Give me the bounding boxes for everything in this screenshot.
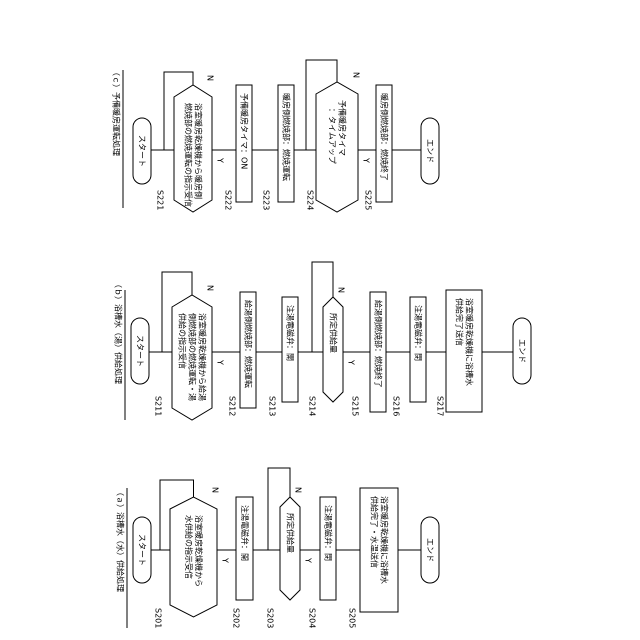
flow_c-title: （ｃ）予備暖房運転処理: [112, 68, 122, 156]
flow_b-s214-no-label: N: [337, 287, 346, 293]
flow_c-s221-text: 浴室暖房乾燥機から暖房側: [194, 103, 204, 199]
flow_b-s216-text: 注湯電磁弁：閉: [414, 305, 424, 361]
flow_c-start-label: スタート: [138, 135, 147, 167]
flow_c-s224-no-label: N: [352, 72, 361, 78]
flow_b-s211-text: 浴室暖房乾燥機から給湯: [198, 313, 208, 401]
flow_b-s211-id: S211: [154, 396, 163, 416]
flow_c-s224-id: S224: [306, 190, 315, 210]
flow_b-s217-text: 浴室暖房乾燥機に浴槽水: [465, 298, 475, 386]
flow_a-title: （ａ）浴槽水（水）供給処理: [116, 488, 126, 592]
flow_c-s221-text: 燃焼部の燃焼運転の指示受信: [184, 103, 194, 207]
flow_b-title: （ｂ）浴槽水（湯）供給処理: [114, 280, 124, 384]
flow_a-s201-text: 水供給の指示受信: [184, 515, 194, 579]
flow_c-s224-text: 予備暖房タイマ: [338, 100, 348, 156]
flow_a-end-label: エンド: [426, 538, 435, 562]
flow_b-s211-no-label: N: [206, 285, 215, 291]
flow_c-s221-no-label: N: [206, 75, 215, 81]
flow_a-start-label: スタート: [138, 534, 147, 566]
flow_a-s205-text: 浴室暖房乾燥機に浴槽水: [380, 496, 390, 584]
flow_c-s222-id: S222: [224, 190, 233, 210]
flow_b-s217-text: 供給完了送信: [455, 298, 465, 346]
flow_c-s221-yes-label: Y: [216, 157, 225, 163]
flow_a-s202-text: 注湯電磁弁：開: [240, 505, 250, 561]
flow_b-end-label: エンド: [518, 339, 527, 363]
flow_c-s224-text: ：タイムアップ: [328, 100, 337, 164]
flow_c-s223-text: 暖房側燃焼部：燃焼運転: [282, 93, 292, 181]
flow_a-s203-yes-label: Y: [304, 557, 313, 563]
flowchart-a: （ａ）浴槽水（水）供給処理 スタート エンド 浴室暖房乾燥機から水供給の指示受信 S20…: [116, 468, 440, 628]
flow_b-s214-id: S214: [308, 396, 317, 416]
flow_c-s221-id: S221: [156, 190, 165, 210]
flow_b-s212-text: 給湯側燃焼部：燃焼運転: [244, 300, 254, 388]
flow_b-s215-id: S215: [351, 396, 360, 416]
flow_a-s202-id: S202: [232, 608, 241, 628]
flow_a-s201-no-label: N: [211, 487, 220, 493]
flow_a-s204-text: 注湯電磁弁：閉: [324, 505, 334, 561]
flow_a-s203-id: S203: [266, 608, 275, 628]
flow_a-s203-text: 所定供給量: [286, 513, 296, 553]
flow_a-s201-text: 浴室暖房乾燥機から: [194, 515, 204, 587]
flow_c-s225-id: S225: [364, 190, 373, 210]
flow_a-s205-text: 供給完了・水温送信: [370, 496, 380, 568]
flow_b-s212-id: S212: [228, 396, 237, 416]
flow_a-s204-id: S204: [308, 608, 317, 628]
flow_b-s211-yes-label: Y: [216, 359, 225, 365]
flow_b-s214-yes-label: Y: [347, 359, 356, 365]
flow_a-s203-no-label: N: [294, 487, 303, 493]
flow_c-end-label: エンド: [426, 139, 435, 163]
flow_b-s217-id: S217: [436, 396, 445, 416]
flow_a-s201-yes-label: Y: [221, 557, 230, 563]
flow_b-s215-text: 給湯側燃焼部：燃焼終了: [374, 300, 384, 388]
flow_b-s216-id: S216: [392, 396, 401, 416]
flow_c-s224-yes-label: Y: [362, 157, 371, 163]
flow_b-s213-text: 注湯電磁弁：開: [286, 305, 296, 361]
flowchart-c: （ｃ）予備暖房運転処理スタート エンド 浴室暖房乾燥機から暖房側燃焼部の燃焼運転の指…: [112, 60, 440, 212]
flow_a-s201-id: S201: [154, 608, 163, 628]
flow_b-s211-text: 側燃焼部の燃焼運転・湯: [188, 313, 198, 401]
flow_b-s213-id: S213: [268, 396, 277, 416]
flowchart-b: （ｂ）浴槽水（湯）供給処理スタート エンド 浴室暖房乾燥機から給湯側燃焼部の燃焼運転…: [114, 262, 532, 420]
flow_b-s211-text: 供給の指示受信: [178, 313, 188, 369]
flow_c-s223-id: S223: [262, 190, 271, 210]
flow_a-s205-id: S205: [348, 608, 357, 628]
flow_b-start-label: スタート: [136, 335, 145, 367]
flow_c-s225-text: 暖房側燃焼部：燃焼終了: [380, 93, 390, 181]
flow_c-s222-text: 予備暖房タイマ：ON: [240, 93, 250, 169]
flow_b-s214-text: 所定供給量: [329, 313, 339, 353]
